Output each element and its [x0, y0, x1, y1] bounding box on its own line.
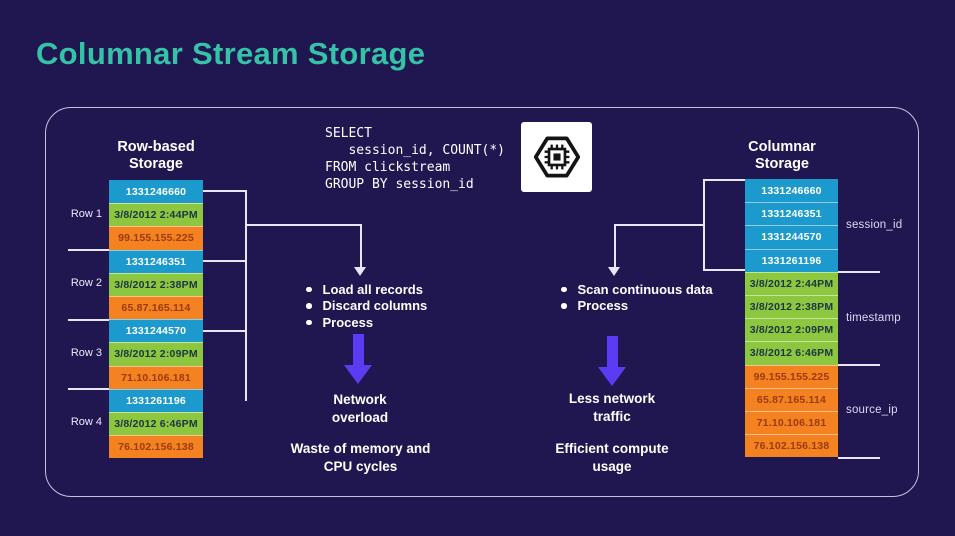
- bullet-label: Discard columns: [322, 298, 428, 314]
- flow-arrowhead-icon: [608, 267, 620, 276]
- bracket-stub-line: [703, 269, 745, 271]
- table-cell-source-ip: 65.87.165.114: [109, 295, 203, 320]
- row-separator-line: [68, 388, 109, 390]
- column-cell-source-ip: 65.87.165.114: [745, 387, 838, 411]
- row-label: Row 4: [70, 416, 102, 428]
- page-title: Columnar Stream Storage: [36, 36, 426, 71]
- column-group-label: source_ip: [846, 404, 898, 416]
- column-cell-source-ip: 71.10.106.181: [745, 410, 838, 435]
- diagram-card: [45, 107, 919, 497]
- table-cell-session-id: 1331246351: [109, 249, 203, 273]
- bracket-stub-line: [203, 190, 246, 192]
- bracket-vertical-line: [245, 190, 247, 401]
- column-cell-session-id: 1331246351: [745, 202, 838, 226]
- table-cell-timestamp: 3/8/2012 2:09PM: [109, 342, 203, 366]
- row-separator-line: [68, 319, 109, 321]
- table-cell-session-id: 1331246660: [109, 180, 203, 204]
- column-cell-session-id: 1331246660: [745, 179, 838, 203]
- row-label: Row 1: [70, 208, 102, 220]
- column-cell-timestamp: 3/8/2012 2:44PM: [745, 271, 838, 295]
- bullet-item: Process: [561, 298, 713, 315]
- table-cell-timestamp: 3/8/2012 2:38PM: [109, 272, 203, 296]
- columnar-flow-bullet-list: Scan continuous data Process: [561, 281, 713, 314]
- row-flow-bullet-list: Load all records Discard columns Process: [306, 281, 427, 331]
- bullet-dot-icon: [306, 286, 312, 292]
- bullet-label: Load all records: [322, 281, 423, 297]
- bullet-label: Scan continuous data: [577, 281, 713, 297]
- table-cell-timestamp: 3/8/2012 2:44PM: [109, 203, 203, 227]
- column-cell-timestamp: 3/8/2012 2:09PM: [745, 318, 838, 342]
- bullet-dot-icon: [306, 319, 312, 325]
- bullet-item: Scan continuous data: [561, 281, 713, 298]
- columnar-table: 1331246660 1331246351 1331244570 1331261…: [745, 179, 838, 458]
- down-arrow-icon: [353, 334, 364, 365]
- flow-connector-line: [360, 224, 362, 268]
- row-label: Row 3: [70, 347, 102, 359]
- row-separator-line: [68, 249, 109, 251]
- column-cell-source-ip: 76.102.156.138: [745, 434, 838, 458]
- bullet-dot-icon: [561, 286, 567, 292]
- bracket-stub-line: [203, 260, 246, 262]
- bullet-item: Load all records: [306, 281, 427, 298]
- bullet-item: Process: [306, 314, 427, 331]
- table-cell-session-id: 1331261196: [109, 388, 203, 412]
- flow-arrowhead-icon: [354, 267, 366, 276]
- outcome-text: Waste of memory and CPU cycles: [290, 441, 431, 474]
- bullet-dot-icon: [306, 303, 312, 309]
- row-based-table: 1331246660 3/8/2012 2:44PM 99.155.155.22…: [109, 180, 203, 459]
- columnar-storage-title: Columnar Storage: [748, 139, 816, 172]
- down-arrow-icon: [344, 365, 372, 384]
- bullet-dot-icon: [561, 303, 567, 309]
- column-group-label: session_id: [846, 219, 903, 231]
- column-cell-session-id: 1331244570: [745, 225, 838, 249]
- table-cell-timestamp: 3/8/2012 6:46PM: [109, 411, 203, 436]
- group-tick-line: [838, 457, 880, 459]
- column-cell-timestamp: 3/8/2012 2:38PM: [745, 294, 838, 319]
- table-cell-source-ip: 99.155.155.225: [109, 226, 203, 250]
- cpu-chip-icon: [521, 122, 592, 192]
- column-group-label: timestamp: [846, 312, 901, 324]
- down-arrow-icon: [607, 336, 618, 367]
- bullet-item: Discard columns: [306, 298, 427, 315]
- table-cell-session-id: 1331244570: [109, 319, 203, 343]
- flow-connector-line: [614, 224, 704, 226]
- group-tick-line: [838, 364, 880, 366]
- column-cell-session-id: 1331261196: [745, 248, 838, 272]
- row-storage-title: Row-based Storage: [117, 139, 195, 172]
- column-cell-timestamp: 3/8/2012 6:46PM: [745, 341, 838, 365]
- flow-connector-line: [614, 224, 616, 268]
- sql-query: SELECT session_id, COUNT(*) FROM clickst…: [325, 126, 506, 192]
- bracket-vertical-line: [703, 179, 705, 270]
- group-tick-line: [838, 271, 880, 273]
- outcome-text: Network overload: [331, 392, 389, 425]
- flow-connector-line: [245, 224, 361, 226]
- row-label: Row 2: [70, 277, 102, 289]
- bracket-stub-line: [203, 330, 246, 332]
- bullet-label: Process: [577, 298, 629, 314]
- table-cell-source-ip: 71.10.106.181: [109, 365, 203, 389]
- bracket-stub-line: [703, 179, 745, 181]
- table-cell-source-ip: 76.102.156.138: [109, 435, 203, 459]
- bullet-label: Process: [322, 314, 374, 330]
- outcome-text: Efficient compute usage: [555, 441, 669, 474]
- column-cell-source-ip: 99.155.155.225: [745, 364, 838, 388]
- down-arrow-icon: [598, 367, 626, 386]
- outcome-text: Less network traffic: [568, 391, 656, 424]
